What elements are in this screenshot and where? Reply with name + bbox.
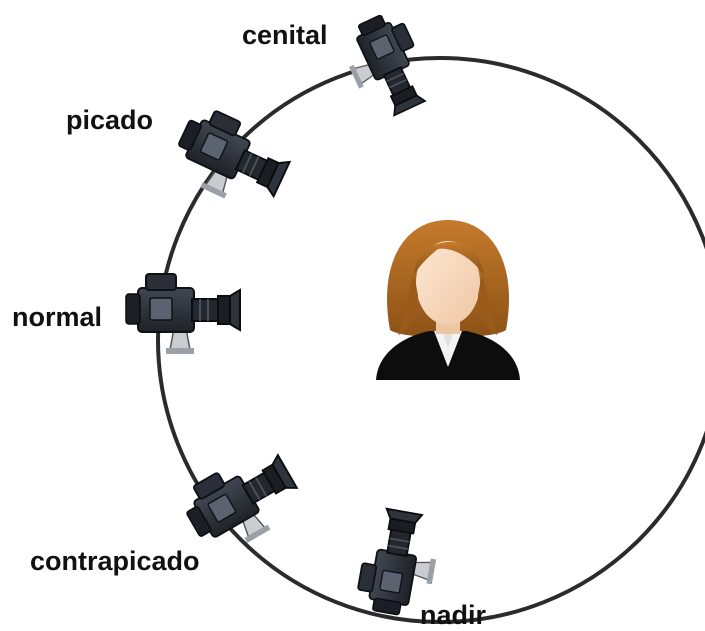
person-avatar-icon: [376, 220, 520, 380]
label-cenital: cenital: [242, 20, 328, 50]
label-picado: picado: [66, 105, 153, 135]
label-nadir: nadir: [420, 600, 487, 630]
video-camera-icon-cenital: [333, 6, 439, 125]
label-normal: normal: [12, 302, 102, 332]
video-camera-icon-picado: [164, 101, 298, 218]
orbit-circle: [156, 56, 705, 624]
video-camera-icon-normal: [125, 273, 241, 355]
label-contrapicado: contrapicado: [30, 546, 200, 576]
